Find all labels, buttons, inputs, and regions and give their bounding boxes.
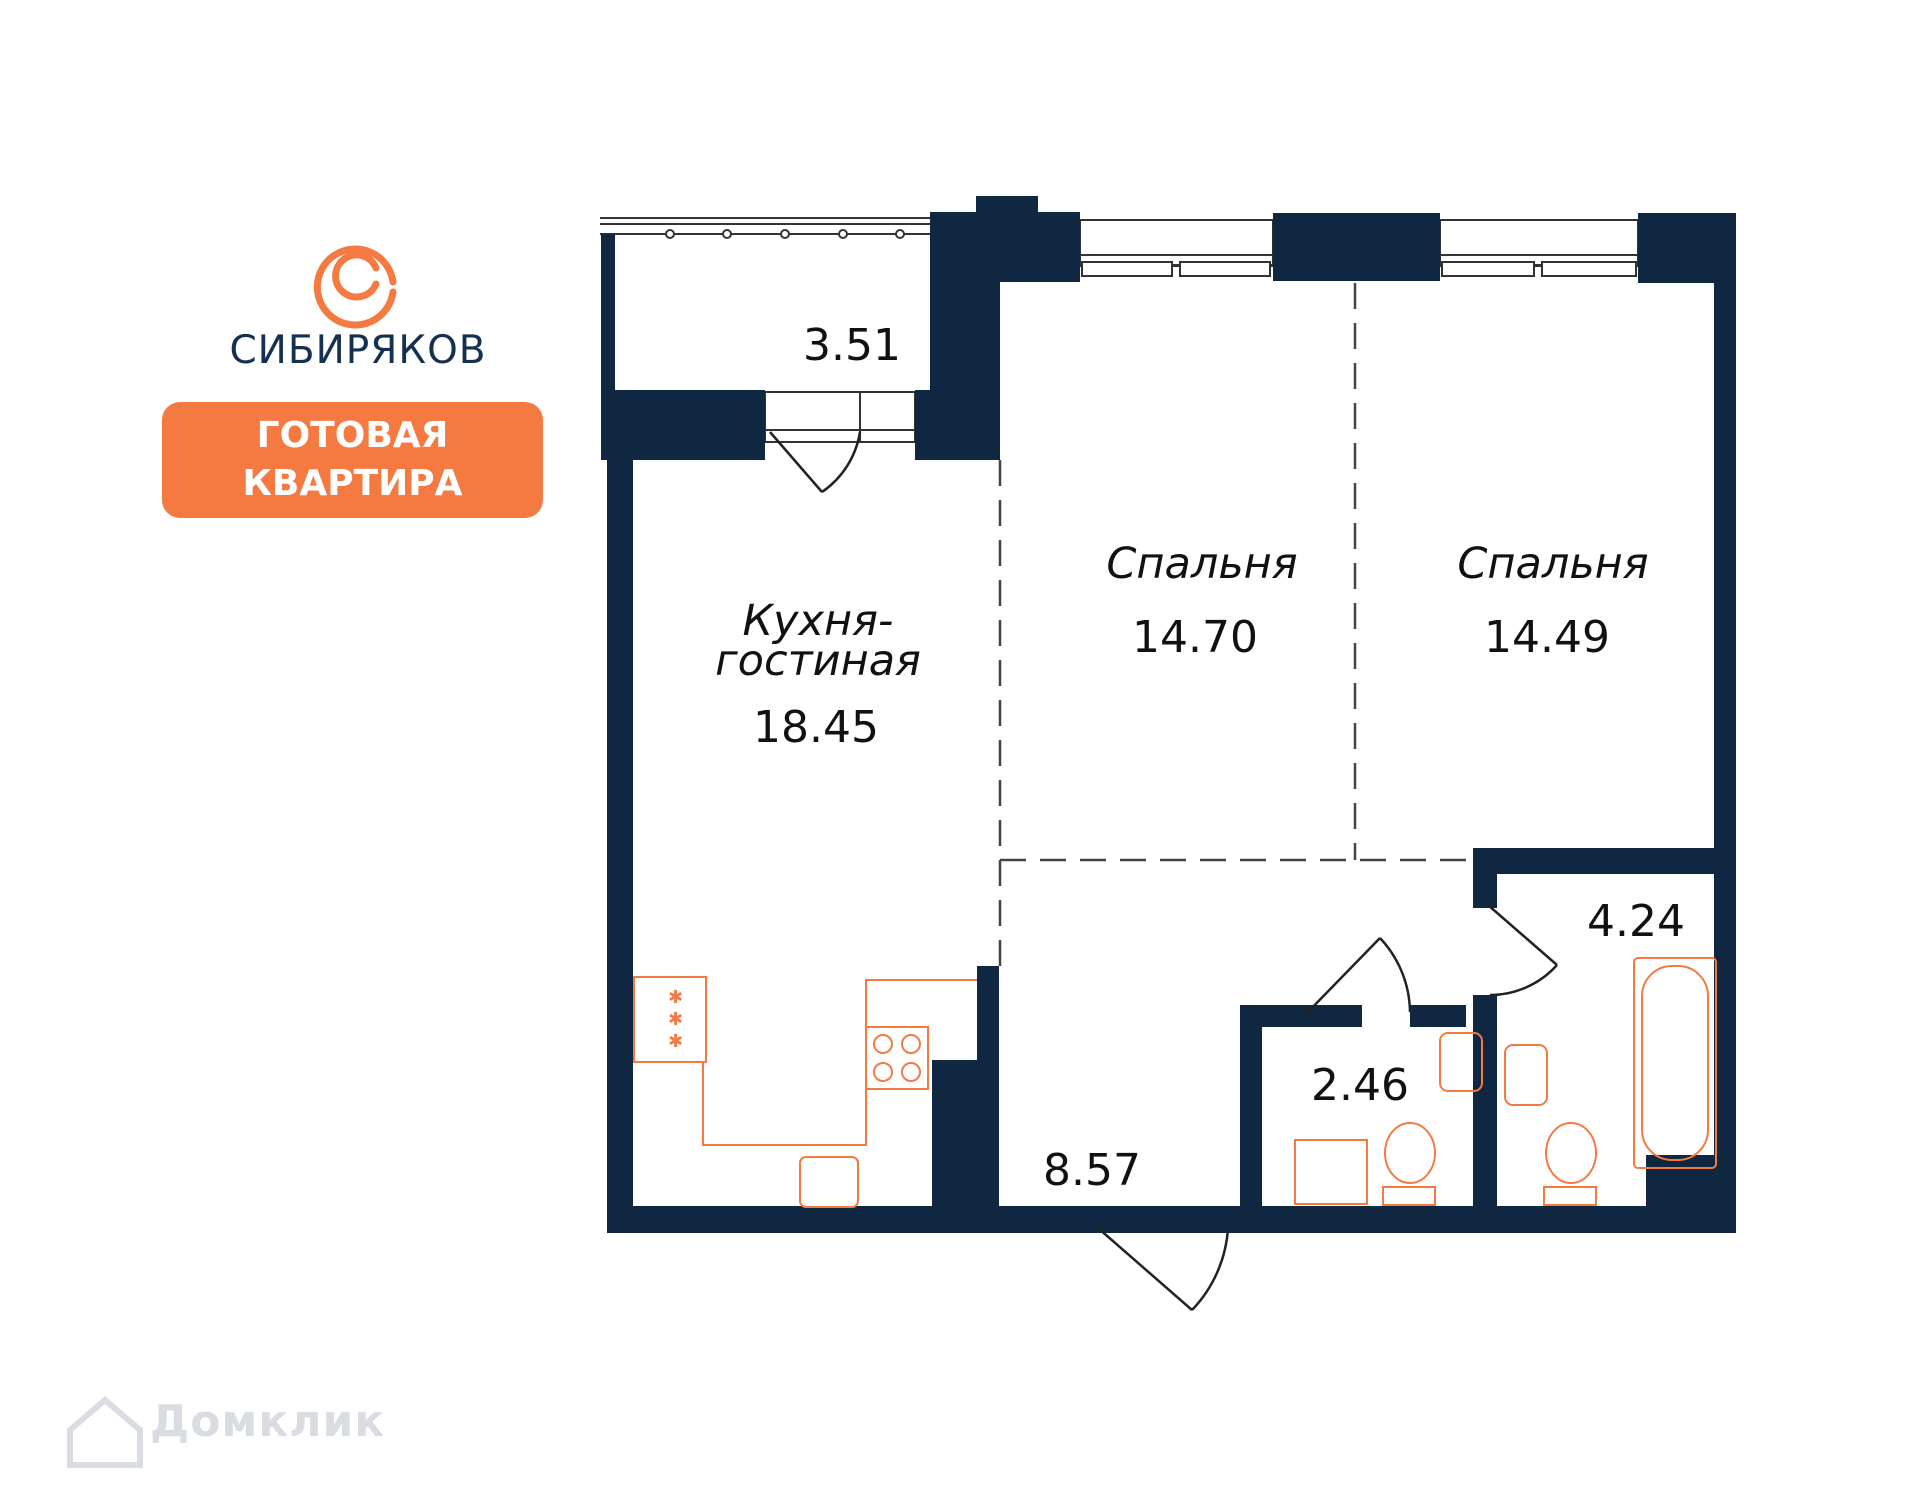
fixtures	[633, 957, 1717, 1208]
svg-text:✱: ✱	[668, 1031, 683, 1052]
bathtub	[1633, 957, 1717, 1169]
stove	[865, 1026, 929, 1090]
range-burners: ✱ ✱ ✱	[668, 987, 683, 1052]
bedroom1-label: Спальня	[1106, 539, 1297, 589]
door-bath	[1487, 904, 1558, 997]
kitchen-counter-left	[633, 976, 707, 1063]
walls	[601, 196, 1736, 1233]
wc-sink	[1439, 1032, 1483, 1092]
kitchen-area: 18.45	[753, 702, 879, 753]
balcony-railing	[600, 217, 930, 239]
door-balcony	[769, 431, 862, 494]
badge-line2: КВАРТИРА	[242, 463, 463, 504]
brand-name: СИБИРЯКОВ	[229, 328, 487, 373]
balcony-area: 3.51	[803, 320, 901, 371]
logo-arc-outer	[313, 245, 397, 329]
bedroom2-label: Спальня	[1457, 539, 1648, 589]
wc-cabinet	[1294, 1139, 1368, 1205]
watermark-text: Домклик	[150, 1396, 386, 1447]
wc-area: 2.46	[1311, 1060, 1409, 1111]
bath-sink	[1504, 1044, 1548, 1106]
doors	[769, 431, 1558, 1311]
zone-dividers	[998, 283, 1473, 966]
kitchen-counter	[702, 979, 977, 1146]
logo-arc-inner	[332, 251, 380, 301]
bedroom1-area: 14.70	[1132, 612, 1258, 663]
hall-area: 8.57	[1043, 1145, 1141, 1196]
bathroom-area: 4.24	[1587, 896, 1685, 947]
kitchen-label-line1: Кухня-	[743, 596, 894, 646]
badge-line1: ГОТОВАЯ	[256, 415, 449, 456]
ready-apartment-badge: ГОТОВАЯ КВАРТИРА	[162, 402, 543, 518]
brand-logo	[313, 245, 397, 329]
svg-text:✱: ✱	[668, 987, 683, 1008]
kitchen-sink	[799, 1156, 859, 1208]
bedroom2-area: 14.49	[1484, 612, 1610, 663]
wc-toilet	[1384, 1122, 1436, 1184]
svg-text:✱: ✱	[668, 1009, 683, 1030]
door-entrance	[1097, 1227, 1230, 1311]
bath-toilet	[1545, 1122, 1597, 1184]
door-wc	[1304, 937, 1412, 1016]
windows	[764, 219, 1639, 443]
house-icon	[67, 1396, 143, 1468]
kitchen-label-line2: гостиная	[715, 636, 921, 686]
